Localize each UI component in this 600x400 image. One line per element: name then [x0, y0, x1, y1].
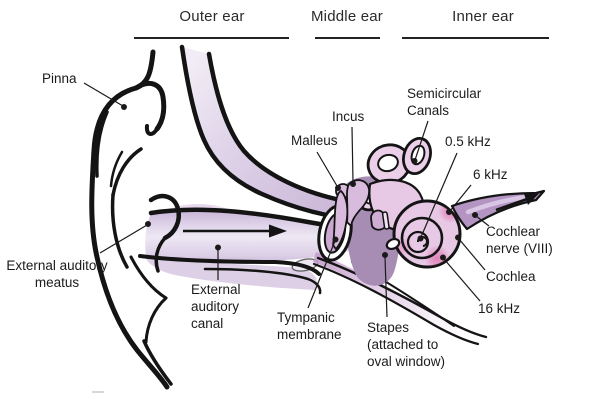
label-stapes: Stapes (attached to oval window) — [367, 320, 446, 369]
malleus-leader — [316, 151, 342, 192]
incus-shape — [346, 179, 371, 228]
canal-leader — [215, 244, 222, 280]
semicircular-leader — [411, 120, 429, 165]
tympanic-leader — [307, 236, 339, 309]
label-freq-high: 16 kHz — [478, 301, 521, 316]
label-semicircular-canals: Semicircular Canals — [407, 86, 482, 118]
freq-high-leader — [440, 254, 481, 302]
section-outer-ear: Outer ear — [179, 8, 245, 25]
meatus-leader — [99, 221, 152, 254]
stapes-footplate — [381, 211, 390, 230]
nerve-leader — [472, 212, 490, 227]
sound-direction-arrow-icon — [183, 224, 287, 238]
label-freq-mid: 6 kHz — [473, 167, 508, 182]
pinna-outline — [89, 49, 181, 390]
section-middle-ear: Middle ear — [310, 8, 384, 25]
label-external-auditory-canal: External auditory canal — [191, 282, 241, 331]
label-external-auditory-meatus: External auditory meatus — [6, 258, 108, 290]
freq-mid-leader — [446, 184, 472, 216]
pinna-leader — [83, 82, 127, 110]
cochlear-nerve-shape — [450, 189, 546, 231]
nerve-signal-arrow-icon — [495, 192, 540, 212]
section-inner-ear: Inner ear — [452, 8, 514, 25]
cochlea-shape — [392, 199, 462, 269]
label-pinna: Pinna — [42, 71, 77, 86]
cochlea-leader — [455, 234, 486, 271]
label-cochlear-nerve: Cochlear nerve (VIII) — [486, 224, 553, 256]
incus-leader — [350, 126, 357, 188]
label-incus: Incus — [332, 109, 365, 124]
label-freq-low: 0.5 kHz — [445, 134, 491, 149]
label-tympanic-membrane: Tympanic membrane — [277, 310, 342, 342]
leader-lines — [83, 82, 490, 318]
freq-low-leader — [417, 152, 458, 242]
round-window — [385, 237, 401, 251]
label-malleus: Malleus — [291, 133, 338, 148]
label-cochlea: Cochlea — [486, 269, 536, 284]
stapes-leader — [382, 252, 389, 318]
